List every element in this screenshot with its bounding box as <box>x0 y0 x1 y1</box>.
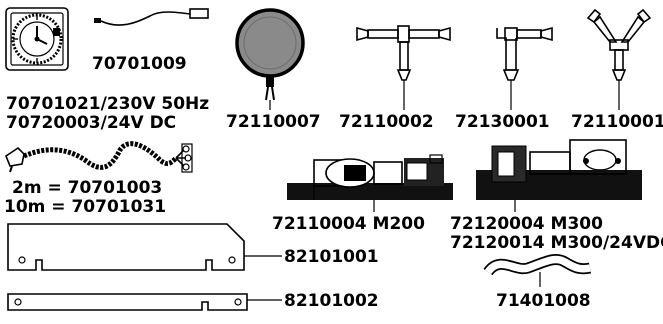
pump-m300-illustration <box>476 139 642 200</box>
elbow-connector-label: 72130001 <box>455 112 550 132</box>
rail-long-label: 82101001 <box>284 247 379 267</box>
power-cable-illustration <box>5 141 193 173</box>
wire-label: 70701009 <box>92 54 187 74</box>
air-stone-illustration <box>235 8 305 101</box>
rail-short-illustration <box>7 293 282 311</box>
power-cable-label-line1: 2m = 70701003 <box>12 178 162 198</box>
elbow-connector-illustration <box>496 26 553 110</box>
y-connector-illustration <box>586 8 652 110</box>
y-connector-label: 72110001 <box>571 112 663 132</box>
tee-connector-label: 72110002 <box>339 112 434 132</box>
hose-illustration <box>483 254 592 276</box>
rail-long-illustration <box>7 223 282 271</box>
timer-illustration <box>5 7 69 71</box>
pump-m200-label: 72110004 M200 <box>272 214 425 234</box>
air-stone-label: 72110007 <box>226 112 321 132</box>
power-cable-label-line2: 10m = 70701031 <box>4 197 166 217</box>
pump-m200-illustration <box>287 154 453 200</box>
timer-label-line2: 70720003/24V DC <box>6 113 176 133</box>
leader-lines <box>269 100 541 287</box>
hose-label: 71401008 <box>496 291 591 311</box>
timer-label-line1: 70701021/230V 50Hz <box>6 94 209 114</box>
pump-m300-label-line2: 72120014 M300/24VDC <box>450 233 663 253</box>
tee-connector-illustration <box>356 25 451 110</box>
rail-short-label: 82101002 <box>284 291 379 311</box>
pump-m300-label-line1: 72120004 M300 <box>450 214 603 234</box>
wire-illustration <box>94 8 209 26</box>
